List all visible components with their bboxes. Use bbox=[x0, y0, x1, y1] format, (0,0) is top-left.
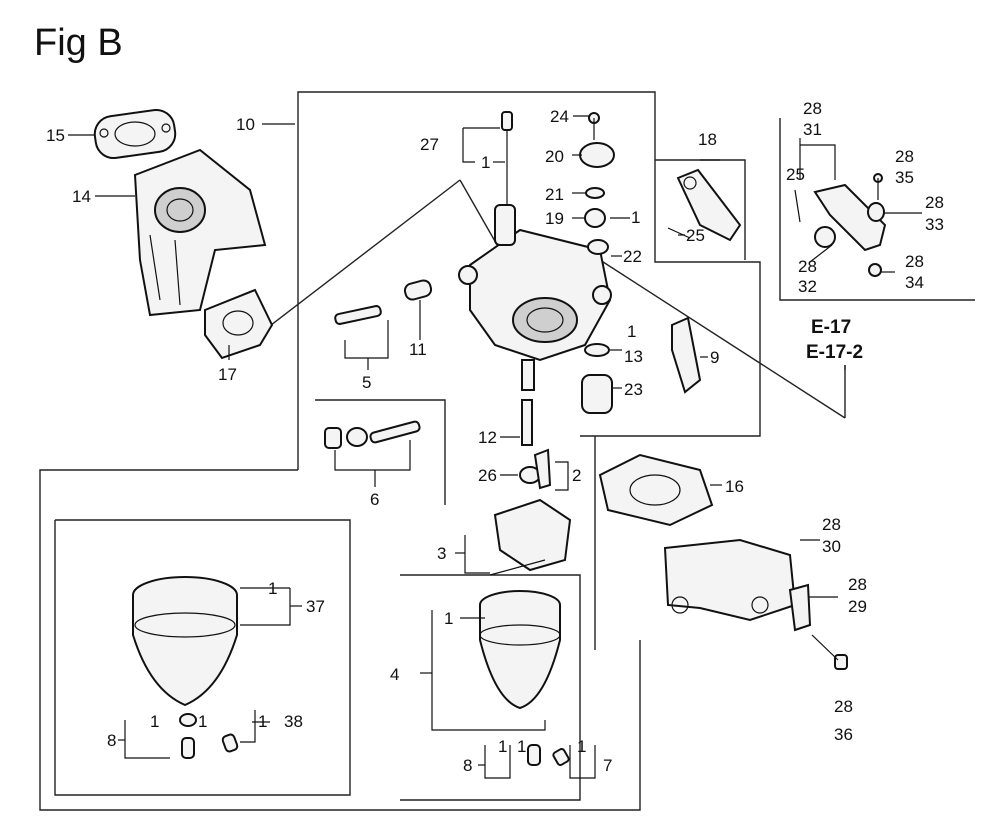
callout-19: 19 bbox=[545, 209, 564, 228]
callout-13: 13 bbox=[624, 347, 643, 366]
callout-6: 6 bbox=[370, 490, 379, 509]
figure-title: Fig B bbox=[34, 22, 123, 64]
callout-1-extra-b: 1 bbox=[198, 712, 207, 731]
callout-8-left: 8 bbox=[107, 731, 116, 750]
callout-28-33-a: 28 bbox=[925, 193, 944, 212]
part-17-gasket bbox=[204, 288, 274, 360]
callout-1-13: 1 bbox=[627, 322, 636, 341]
callout-37: 37 bbox=[306, 597, 325, 616]
callout-30: 30 bbox=[822, 537, 841, 556]
callout-15: 15 bbox=[46, 126, 65, 145]
callout-1-8-left: 1 bbox=[150, 712, 159, 731]
callout-1-37: 1 bbox=[268, 579, 277, 598]
callout-23: 23 bbox=[624, 380, 643, 399]
callout-2: 2 bbox=[572, 466, 581, 485]
part-6-screw-set bbox=[324, 420, 421, 449]
callout-21: 21 bbox=[545, 185, 564, 204]
callout-34: 34 bbox=[905, 273, 924, 292]
callout-28-34-a: 28 bbox=[905, 252, 924, 271]
float-bowl-left bbox=[132, 576, 239, 759]
callout-12: 12 bbox=[478, 428, 497, 447]
callout-14: 14 bbox=[72, 187, 91, 206]
callout-28-30-a: 28 bbox=[822, 515, 841, 534]
callout-33: 33 bbox=[925, 215, 944, 234]
callout-10: 10 bbox=[236, 115, 255, 134]
callout-17: 17 bbox=[218, 365, 237, 384]
callout-24: 24 bbox=[550, 107, 569, 126]
callout-labels: 15 14 10 17 27 1 24 20 21 19 1 22 18 25 … bbox=[46, 99, 944, 775]
callout-31: 31 bbox=[803, 120, 822, 139]
part-30-bracket bbox=[663, 538, 848, 670]
callout-28-31-a: 28 bbox=[803, 99, 822, 118]
callout-22: 22 bbox=[623, 247, 642, 266]
callout-35: 35 bbox=[895, 168, 914, 187]
callout-1-27: 1 bbox=[481, 153, 490, 172]
callout-5: 5 bbox=[362, 373, 371, 392]
part-15-gasket bbox=[93, 108, 177, 160]
part-14-insulator bbox=[133, 148, 267, 317]
callout-28-32-a: 28 bbox=[798, 257, 817, 276]
callout-36: 36 bbox=[834, 725, 853, 744]
callout-1-7: 1 bbox=[577, 737, 586, 756]
part-3-float bbox=[489, 498, 572, 576]
callout-26: 26 bbox=[478, 466, 497, 485]
float-bowl-center bbox=[479, 590, 570, 766]
callout-1-extra-a: 1 bbox=[517, 737, 526, 756]
callout-11: 11 bbox=[409, 340, 427, 359]
callout-1-4: 1 bbox=[444, 609, 453, 628]
callout-8-center: 8 bbox=[463, 756, 472, 775]
callout-16: 16 bbox=[725, 477, 744, 496]
leader-lines bbox=[68, 115, 922, 779]
callout-4: 4 bbox=[390, 665, 399, 684]
callout-25-lever: 25 bbox=[686, 226, 705, 245]
carburetor-body bbox=[458, 204, 612, 391]
callout-1-38: 1 bbox=[258, 712, 267, 731]
callout-25-gov: 25 bbox=[786, 165, 805, 184]
callout-28-36-a: 28 bbox=[834, 697, 853, 716]
callout-1-8-center: 1 bbox=[498, 737, 507, 756]
callout-28-35-a: 28 bbox=[895, 147, 914, 166]
callout-20: 20 bbox=[545, 147, 564, 166]
ref-e17: E-17 bbox=[811, 317, 851, 338]
ref-e17-2: E-17-2 bbox=[806, 342, 863, 363]
callout-27: 27 bbox=[420, 135, 439, 154]
callout-1-19: 1 bbox=[631, 208, 640, 227]
part-16-gasket bbox=[598, 453, 714, 527]
callout-18: 18 bbox=[698, 130, 717, 149]
small-parts-top bbox=[334, 111, 615, 490]
callout-32: 32 bbox=[798, 277, 817, 296]
frame-lines bbox=[39, 91, 975, 811]
extra-callouts: 1 1 bbox=[198, 712, 526, 756]
governor-parts bbox=[794, 173, 887, 277]
part-9 bbox=[671, 316, 702, 394]
callout-38: 38 bbox=[284, 712, 303, 731]
callout-29: 29 bbox=[848, 597, 867, 616]
callout-28-29-a: 28 bbox=[848, 575, 867, 594]
callout-7: 7 bbox=[603, 756, 612, 775]
callout-9: 9 bbox=[710, 348, 719, 367]
part-18-lever bbox=[667, 168, 742, 242]
callout-3: 3 bbox=[437, 544, 446, 563]
